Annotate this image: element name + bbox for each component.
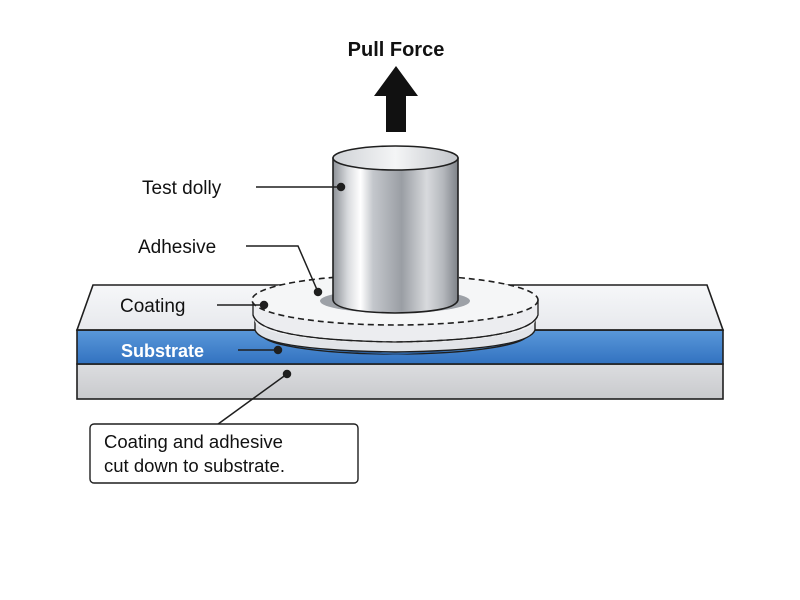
test-dolly-label: Test dolly — [142, 178, 222, 199]
note-callout: Coating and adhesive cut down to substra… — [89, 423, 359, 484]
leader-lines — [213, 182, 346, 428]
substrate-label: Substrate — [121, 341, 204, 361]
adhesive-disk — [251, 274, 539, 343]
pull-force-title: Pull Force — [348, 39, 445, 61]
pull-force-arrow-icon — [374, 66, 418, 132]
note-line-2: cut down to substrate. — [104, 455, 285, 476]
note-line-1: Coating and adhesive — [104, 431, 283, 452]
coating-label: Coating — [120, 296, 186, 317]
test-dolly — [332, 145, 459, 314]
adhesive-label: Adhesive — [138, 237, 216, 258]
base-layer — [76, 363, 724, 400]
